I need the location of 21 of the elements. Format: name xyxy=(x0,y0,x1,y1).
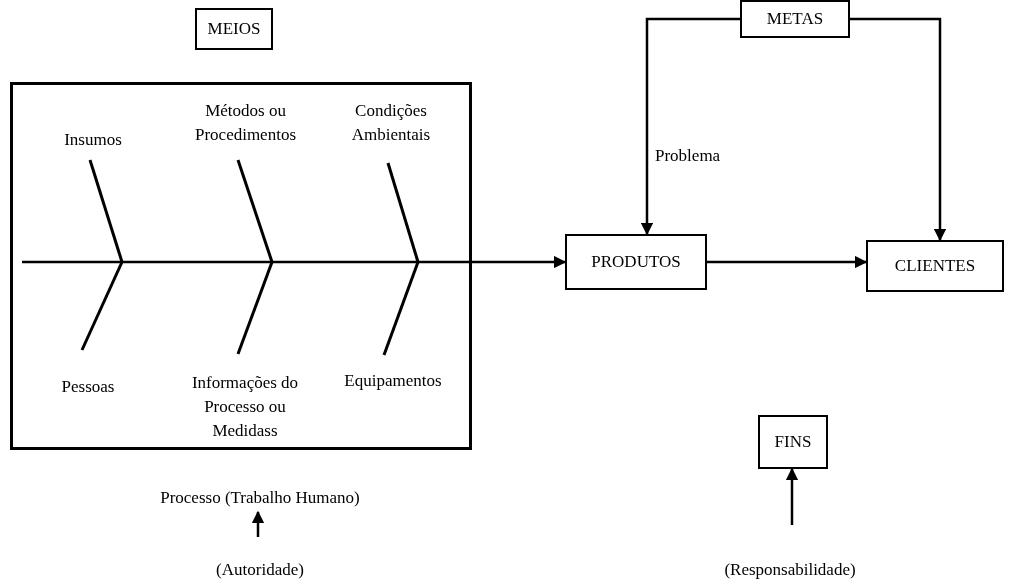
cause-label: Equipamentos xyxy=(328,369,458,395)
arrow xyxy=(251,510,265,537)
cause-label: Insumos xyxy=(43,128,143,154)
responsibility-label: (Responsabilidade) xyxy=(700,558,880,584)
cause-label: Condições Ambientais xyxy=(331,99,451,151)
arrow xyxy=(640,17,740,236)
produtos-box: PRODUTOS xyxy=(565,234,707,290)
arrow xyxy=(707,255,868,269)
process-frame xyxy=(10,82,472,450)
cause-label: Informações do Processo ou Medidass xyxy=(175,371,315,449)
authority-label: (Autoridade) xyxy=(180,558,340,584)
metas-box: METAS xyxy=(740,0,850,38)
arrow xyxy=(850,17,947,242)
clientes-box: CLIENTES xyxy=(866,240,1004,292)
cause-label: Métodos ou Procedimentos xyxy=(173,99,318,151)
cause-label: Pessoas xyxy=(43,375,133,401)
arrow xyxy=(22,255,567,269)
fins-box: FINS xyxy=(758,415,828,469)
arrow xyxy=(785,467,799,525)
meios-box: MEIOS xyxy=(195,8,273,50)
process-caption: Processo (Trabalho Humano) xyxy=(110,486,410,512)
